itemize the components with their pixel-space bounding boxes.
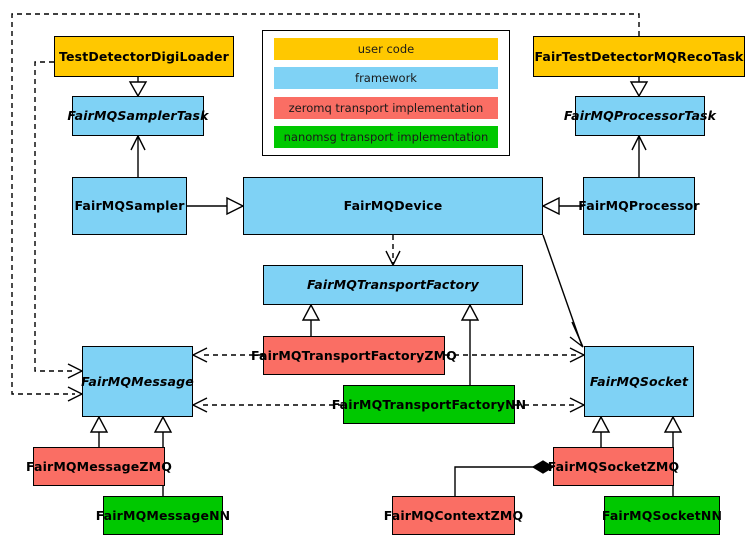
class-box-fair-test-detector-mq-reco-task[interactable]: FairTestDetectorMQRecoTask xyxy=(533,36,745,77)
class-box-fairmq-message[interactable]: FairMQMessage xyxy=(81,346,194,417)
class-box-fairmq-transport-factory-zmq[interactable]: FairMQTransportFactoryZMQ xyxy=(251,336,457,375)
class-label: FairMQMessageNN xyxy=(95,507,231,523)
class-box-fairmq-device[interactable]: FairMQDevice xyxy=(243,177,543,235)
class-label: FairMQTransportFactoryZMQ xyxy=(251,347,457,363)
legend-label: nanomsg transport implementation xyxy=(283,129,489,144)
class-box-fairmq-message-zmq[interactable]: FairMQMessageZMQ xyxy=(26,447,172,486)
class-box-fairmq-socket-nn[interactable]: FairMQSocketNN xyxy=(601,496,723,535)
legend-item-user-code: user code xyxy=(274,38,498,60)
class-label: FairMQSocketZMQ xyxy=(547,458,680,474)
class-label: FairMQSampler xyxy=(74,198,185,214)
class-label: FairMQProcessorTask xyxy=(563,108,717,124)
legend-item-zeromq: zeromq transport implementation xyxy=(274,96,498,119)
class-label: FairMQDevice xyxy=(343,198,443,214)
edge-tfnn-to-message xyxy=(191,397,343,413)
class-label: FairMQSocketNN xyxy=(601,507,723,523)
class-box-fairmq-sampler-task[interactable]: FairMQSamplerTask xyxy=(67,96,208,136)
edge-tfzmq-to-transportfactory xyxy=(301,303,321,336)
legend-item-nanomsg: nanomsg transport implementation xyxy=(274,125,498,148)
class-box-test-detector-digi-loader[interactable]: TestDetectorDigiLoader xyxy=(54,36,234,77)
edge-socketzmq-to-socket xyxy=(591,415,611,447)
class-label: FairTestDetectorMQRecoTask xyxy=(534,48,744,64)
edge-recotask-to-processortask xyxy=(629,77,649,98)
class-box-fairmq-socket-zmq[interactable]: FairMQSocketZMQ xyxy=(548,447,679,486)
legend-item-framework: framework xyxy=(274,67,498,90)
legend-label: zeromq transport implementation xyxy=(288,100,484,115)
class-box-fairmq-context-zmq[interactable]: FairMQContextZMQ xyxy=(384,496,523,535)
class-box-fairmq-message-nn[interactable]: FairMQMessageNN xyxy=(96,496,230,535)
edge-tfzmq-to-socket xyxy=(445,347,586,363)
class-box-fairmq-processor-task[interactable]: FairMQProcessorTask xyxy=(564,96,716,136)
legend-label: user code xyxy=(357,42,415,56)
edge-sampler-to-samplertask xyxy=(130,134,146,177)
class-label: FairMQSocket xyxy=(589,373,689,389)
edge-contextzmq-to-socketzmq xyxy=(454,460,555,496)
edge-processor-to-processortask xyxy=(631,134,647,177)
edge-device-to-socket xyxy=(542,234,584,348)
edge-digiloader-to-samplertask xyxy=(128,77,148,98)
edge-tfnn-to-transportfactory xyxy=(460,303,480,385)
class-box-fairmq-socket[interactable]: FairMQSocket xyxy=(584,346,694,417)
class-label: TestDetectorDigiLoader xyxy=(59,48,229,64)
class-label: FairMQSamplerTask xyxy=(67,108,209,124)
class-box-fairmq-sampler[interactable]: FairMQSampler xyxy=(72,177,187,235)
class-label: FairMQProcessor xyxy=(578,198,700,214)
class-box-fairmq-processor[interactable]: FairMQProcessor xyxy=(578,177,700,235)
class-label: FairMQMessageZMQ xyxy=(26,458,172,474)
class-label: FairMQTransportFactoryNN xyxy=(331,396,527,412)
class-label: FairMQMessage xyxy=(81,373,194,389)
edge-messagezmq-to-message xyxy=(89,415,109,447)
legend: user code framework zeromq transport imp… xyxy=(262,30,510,156)
edge-processor-to-device xyxy=(541,196,583,216)
edge-device-to-transportfactory xyxy=(385,235,401,267)
class-box-fairmq-transport-factory-nn[interactable]: FairMQTransportFactoryNN xyxy=(332,385,526,424)
class-label: FairMQTransportFactory xyxy=(307,277,479,293)
class-label: FairMQContextZMQ xyxy=(383,507,524,523)
legend-label: framework xyxy=(355,71,417,86)
edge-sampler-to-device xyxy=(187,196,245,216)
class-box-fairmq-transport-factory[interactable]: FairMQTransportFactory xyxy=(263,265,523,305)
